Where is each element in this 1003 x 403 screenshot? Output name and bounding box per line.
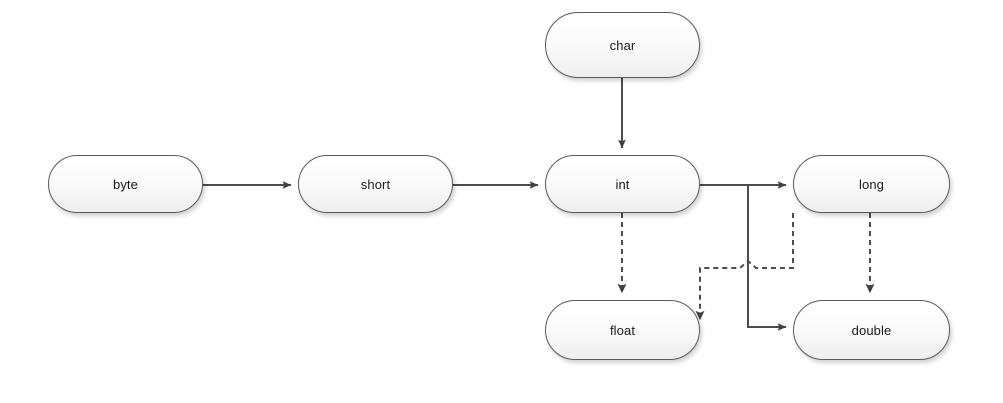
node-short[interactable]: short [298, 155, 453, 213]
edge-int-double [747, 185, 787, 331]
node-int[interactable]: int [545, 155, 700, 213]
node-float[interactable]: float [545, 300, 700, 360]
node-double[interactable]: double [793, 300, 950, 360]
node-byte[interactable]: byte [48, 155, 203, 213]
node-char[interactable]: char [545, 12, 700, 78]
node-label-long: long [859, 176, 884, 192]
node-label-short: short [360, 176, 391, 192]
node-label-byte: byte [113, 176, 138, 192]
node-label-int: int [615, 176, 630, 192]
node-long[interactable]: long [793, 155, 950, 213]
edge-long-float [695, 213, 794, 321]
node-label-char: char [609, 37, 636, 53]
node-label-double: double [851, 322, 892, 338]
node-label-float: float [609, 322, 636, 338]
